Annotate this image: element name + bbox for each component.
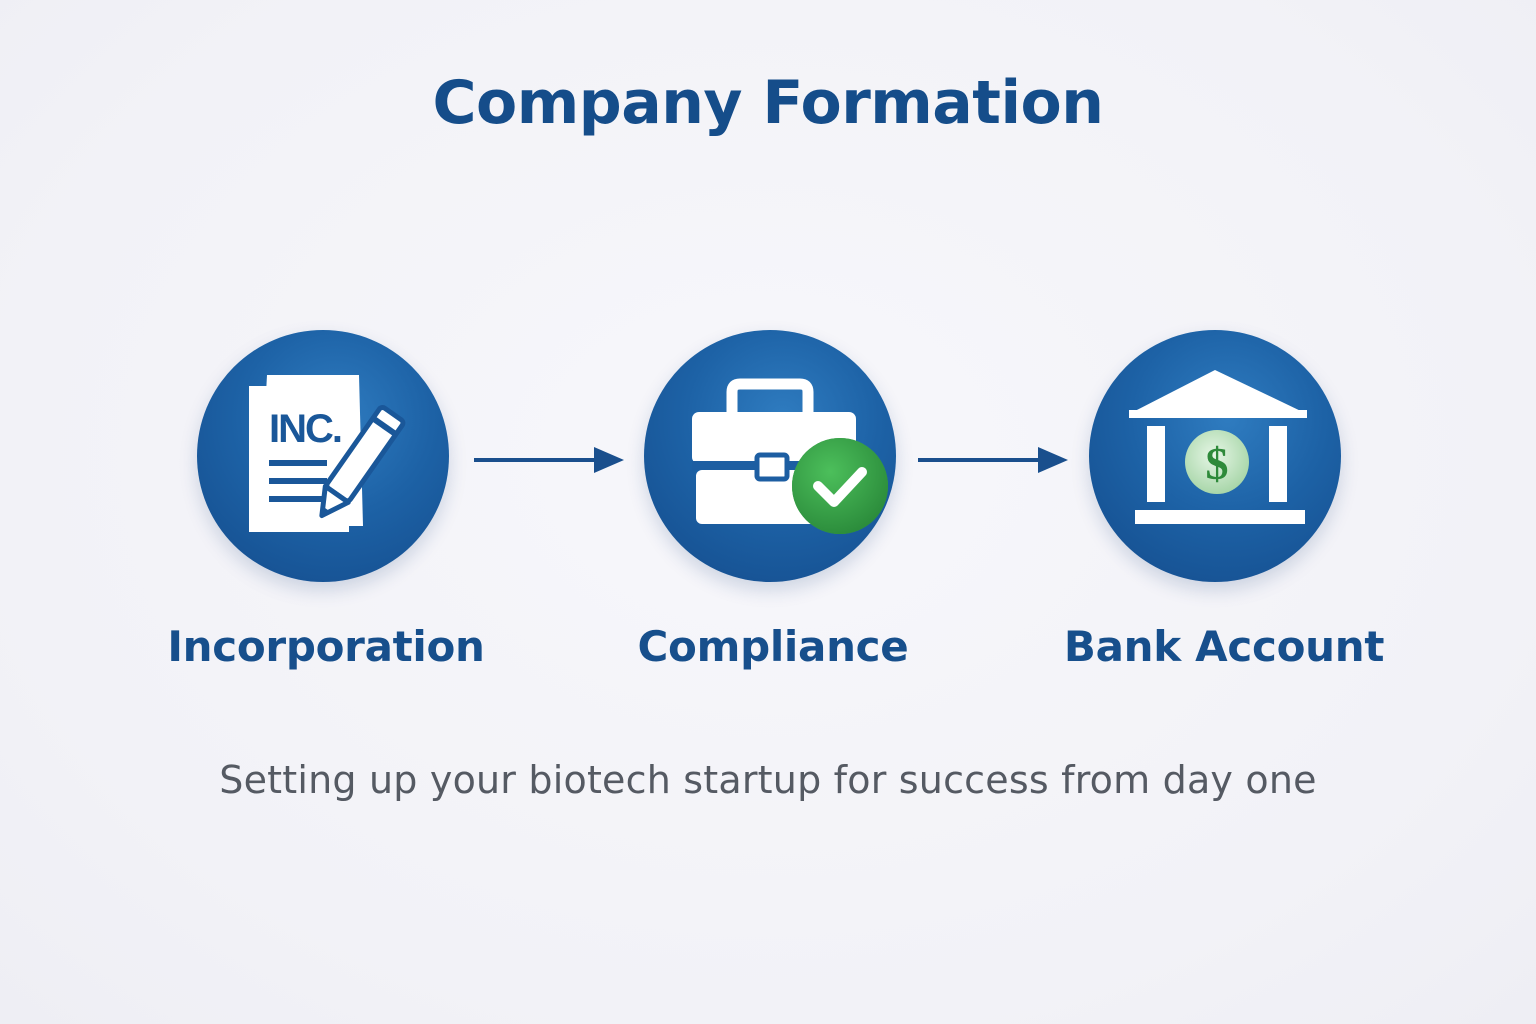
arrow-right-icon xyxy=(474,447,624,473)
page-title: Company Formation xyxy=(432,68,1104,138)
dollar-sign-text: $ xyxy=(1206,438,1229,489)
step-bank-account: $ xyxy=(1089,330,1341,582)
compliance-circle xyxy=(644,330,896,582)
incorporation-circle: INC. xyxy=(197,330,449,582)
briefcase-check-icon xyxy=(692,378,888,534)
incorporation-document-pen-icon: INC. xyxy=(249,375,406,532)
bank-dollar-icon: $ xyxy=(1129,370,1307,524)
step-incorporation: INC. xyxy=(197,330,449,582)
step-compliance xyxy=(644,330,896,582)
bank-account-circle: $ xyxy=(1089,330,1341,582)
step-label-incorporation: Incorporation xyxy=(167,622,485,671)
step-label-bank-account: Bank Account xyxy=(1063,622,1385,671)
arrow-right-icon xyxy=(918,447,1068,473)
inc-text: INC. xyxy=(269,407,341,451)
step-label-compliance: Compliance xyxy=(637,622,909,671)
page-subtitle: Setting up your biotech startup for succ… xyxy=(219,758,1317,802)
